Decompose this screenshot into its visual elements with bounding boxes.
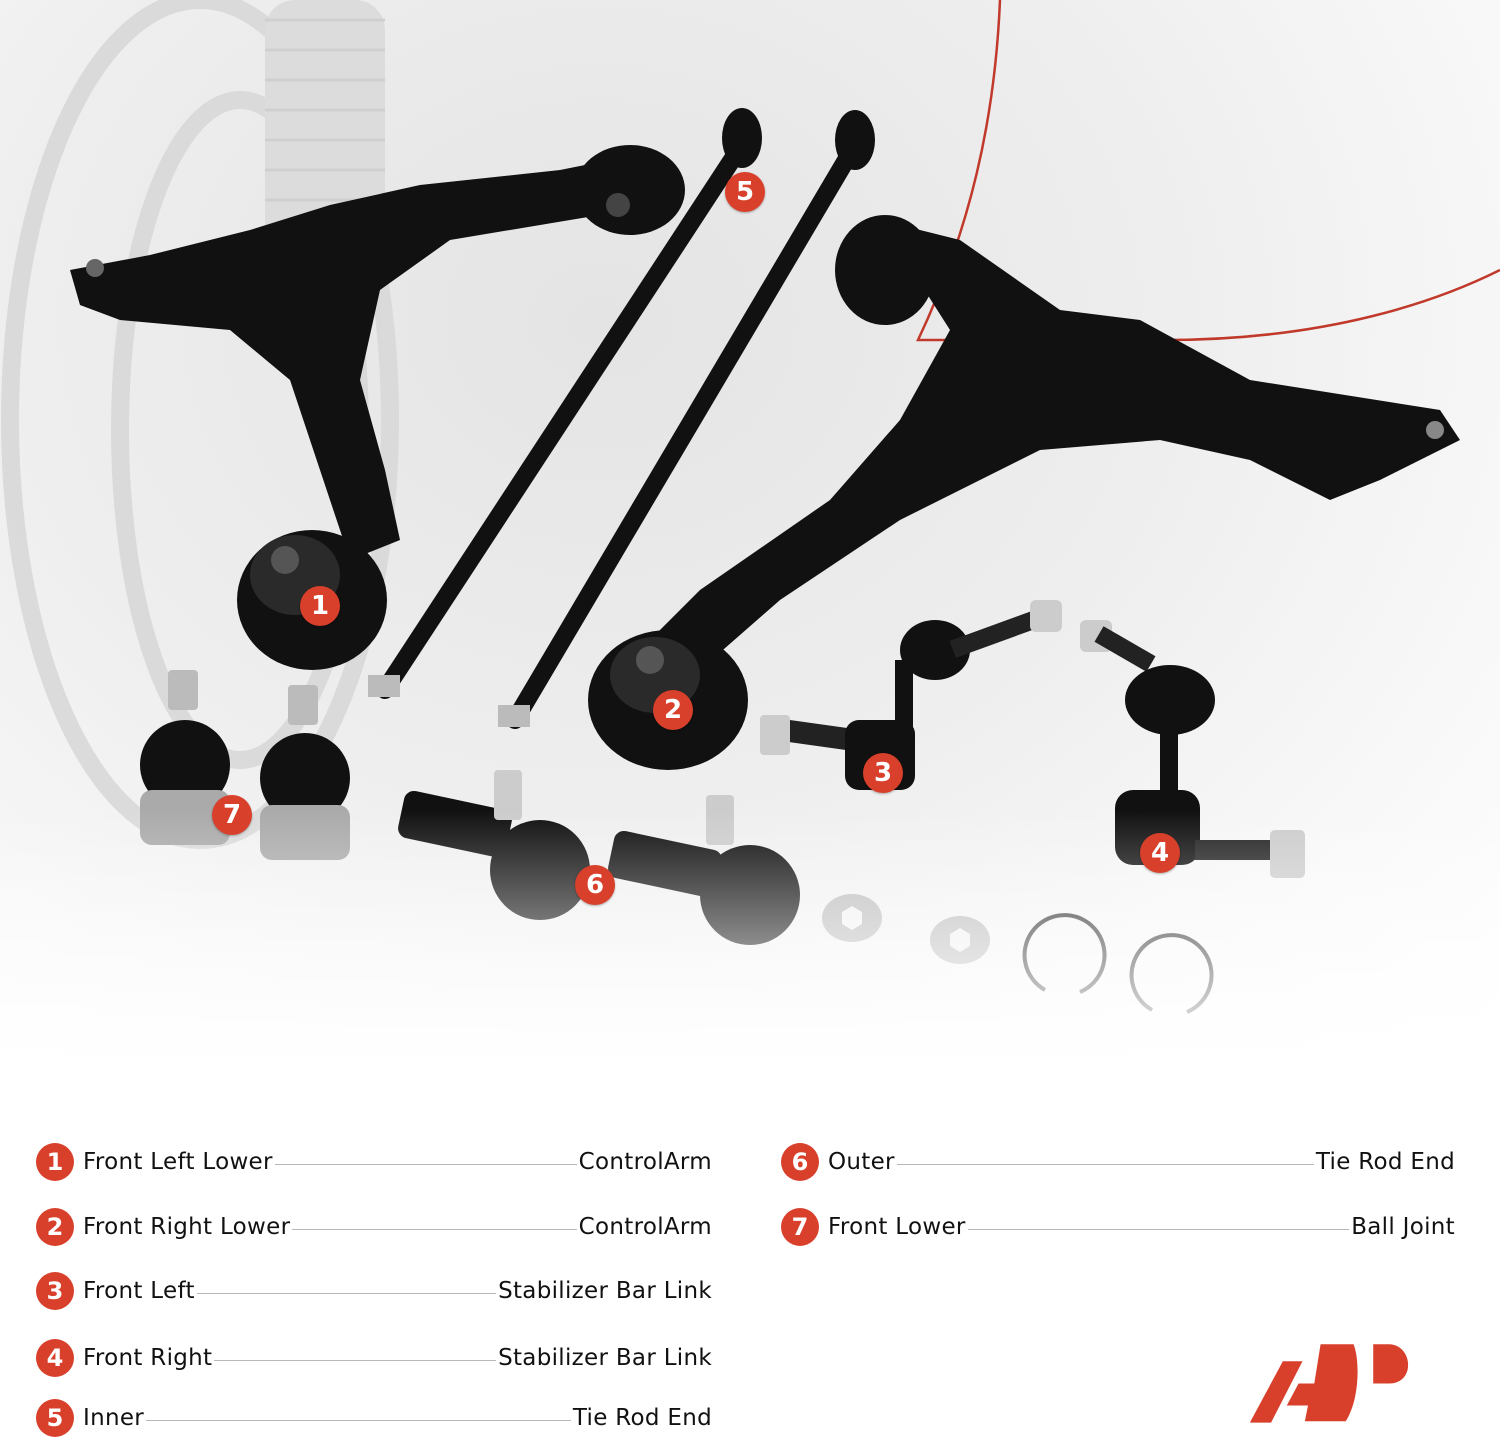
legend-item: 6 Outer Tie Rod End [781, 1142, 1455, 1182]
legend-number-badge: 1 [36, 1143, 74, 1181]
callout-badge-1: 1 [300, 586, 340, 626]
leader-line [967, 1228, 1350, 1230]
legend-label: Front Right Lower [83, 1214, 291, 1240]
legend-number-badge: 2 [36, 1208, 74, 1246]
legend-item: 7 Front Lower Ball Joint [781, 1207, 1455, 1247]
callout-badge-5: 5 [725, 172, 765, 212]
leader-line [214, 1359, 497, 1361]
photo-fade [0, 810, 1500, 1070]
legend-number-badge: 6 [781, 1143, 819, 1181]
legend-label: Front Left Lower [83, 1149, 273, 1175]
legend-item: 1 Front Left Lower ControlArm [36, 1142, 712, 1182]
legend-item: 3 Front Left Stabilizer Bar Link [36, 1271, 712, 1311]
callout-badge-7: 7 [212, 795, 252, 835]
callout-badge-4: 4 [1140, 833, 1180, 873]
legend-part-type: ControlArm [578, 1149, 712, 1175]
legend-part-type: ControlArm [578, 1214, 712, 1240]
legend-label: Outer [828, 1149, 895, 1175]
legend-part-type: Tie Rod End [572, 1405, 712, 1431]
legend-number-badge: 4 [36, 1339, 74, 1377]
legend-item: 5 Inner Tie Rod End [36, 1398, 712, 1438]
callout-badge-6: 6 [575, 865, 615, 905]
legend-label: Front Lower [828, 1214, 966, 1240]
legend-item: 2 Front Right Lower ControlArm [36, 1207, 712, 1247]
legend-label: Front Left [83, 1278, 195, 1304]
legend-number-badge: 3 [36, 1272, 74, 1310]
legend-item: 4 Front Right Stabilizer Bar Link [36, 1338, 712, 1378]
product-photo [0, 0, 1500, 1070]
leader-line [896, 1163, 1314, 1165]
brand-logo-icon [1249, 1344, 1409, 1423]
legend-label: Inner [83, 1405, 145, 1431]
inner-tie-rods [376, 131, 864, 729]
callout-badge-2: 2 [653, 690, 693, 730]
leader-line [196, 1292, 497, 1294]
stabilizer-link-left [760, 600, 1062, 790]
right-control-arm [588, 215, 1460, 770]
legend-part-type: Ball Joint [1351, 1214, 1455, 1240]
leader-line [146, 1419, 571, 1421]
legend-part-type: Tie Rod End [1315, 1149, 1455, 1175]
legend-number-badge: 7 [781, 1208, 819, 1246]
leader-line [274, 1163, 577, 1165]
legend-label: Front Right [83, 1345, 213, 1371]
legend-number-badge: 5 [36, 1399, 74, 1437]
legend-part-type: Stabilizer Bar Link [498, 1278, 712, 1304]
callout-badge-3: 3 [863, 753, 903, 793]
legend-part-type: Stabilizer Bar Link [498, 1345, 712, 1371]
leader-line [292, 1228, 577, 1230]
